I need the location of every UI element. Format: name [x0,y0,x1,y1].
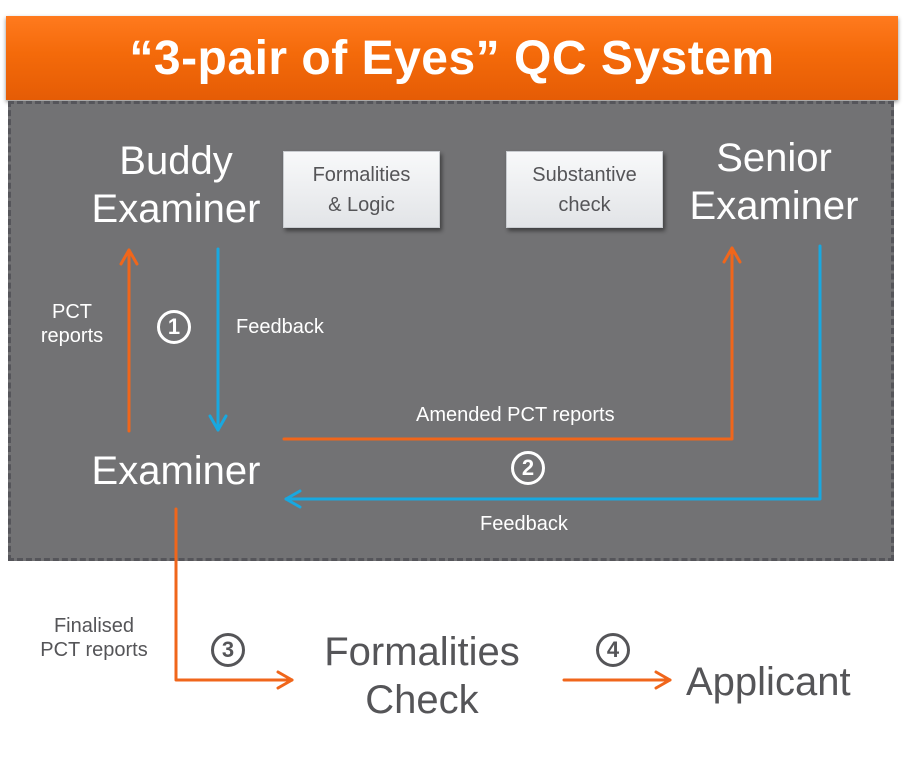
box-substantive-check: Substantive check [506,151,663,228]
node-applicant: Applicant [686,660,851,704]
right-arrow-icon [654,670,672,690]
node-formalities-check-line1: Formalities [324,630,520,674]
arrow-feedback-1-down [208,247,228,432]
up-arrow-icon [722,246,742,264]
qc-panel [8,101,894,561]
arrow-finalised-pct-reports [174,507,294,690]
label-pct-reports-line2: reports [40,325,104,347]
box-formalities-logic-line1: Formalities [312,163,411,186]
step-2-badge: 2 [511,451,545,485]
node-senior-examiner-line1: Senior [716,136,832,180]
arrow-feedback-2 [284,244,822,509]
node-buddy-examiner-line1: Buddy [119,139,233,183]
left-arrow-icon [284,489,302,509]
down-arrow-icon [208,414,228,432]
diagram-title: “3-pair of Eyes” QC System [129,31,775,85]
title-banner: “3-pair of Eyes” QC System [6,16,898,100]
node-examiner: Examiner [91,449,261,493]
label-feedback-2: Feedback [480,513,568,535]
arrow-pct-reports-up [119,248,139,433]
label-pct-reports-line1: PCT [52,301,92,323]
box-formalities-logic: Formalities & Logic [283,151,440,228]
box-substantive-check-line2: check [558,193,611,216]
label-finalised-pct-reports: Finalised PCT reports [30,614,158,662]
arrow-amended-pct-reports [282,246,742,441]
step-3-badge: 3 [211,633,245,667]
node-formalities-check-line2: Check [365,678,479,722]
node-senior-examiner: Senior Examiner [676,134,872,230]
node-senior-examiner-line2: Examiner [689,184,859,228]
box-substantive-check-line1: Substantive [532,163,637,186]
box-formalities-logic-line2: & Logic [328,193,395,216]
up-arrow-icon [119,248,139,266]
label-amended-pct-reports: Amended PCT reports [416,404,615,426]
right-arrow-icon [276,670,294,690]
arrow-to-applicant [562,670,672,690]
step-4-badge: 4 [596,633,630,667]
label-finalised-line1: Finalised [53,615,135,637]
label-finalised-line2: PCT reports [40,639,148,661]
node-buddy-examiner: Buddy Examiner [78,137,274,233]
node-buddy-examiner-line2: Examiner [91,187,261,231]
node-formalities-check: Formalities Check [304,628,540,724]
label-feedback-1: Feedback [236,316,324,338]
step-1-badge: 1 [157,310,191,344]
label-pct-reports: PCT reports [28,300,116,348]
